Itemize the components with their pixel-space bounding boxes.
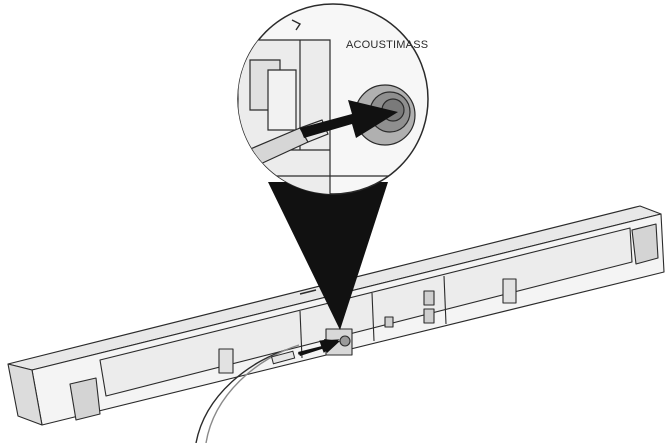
soundbar-left-end (7, 363, 43, 426)
rear-panel (99, 227, 633, 397)
callout-arrow-icon (300, 100, 398, 138)
plug-icon (270, 350, 296, 365)
left-vent (69, 377, 101, 421)
acoustimass-port-small (339, 335, 351, 347)
port-label: ACOUSTIMASS (346, 39, 428, 51)
callout-pointer (268, 182, 388, 330)
magnified-callout: ACOUSTIMASS (237, 3, 429, 195)
cable (195, 344, 300, 443)
right-vent (631, 223, 659, 265)
